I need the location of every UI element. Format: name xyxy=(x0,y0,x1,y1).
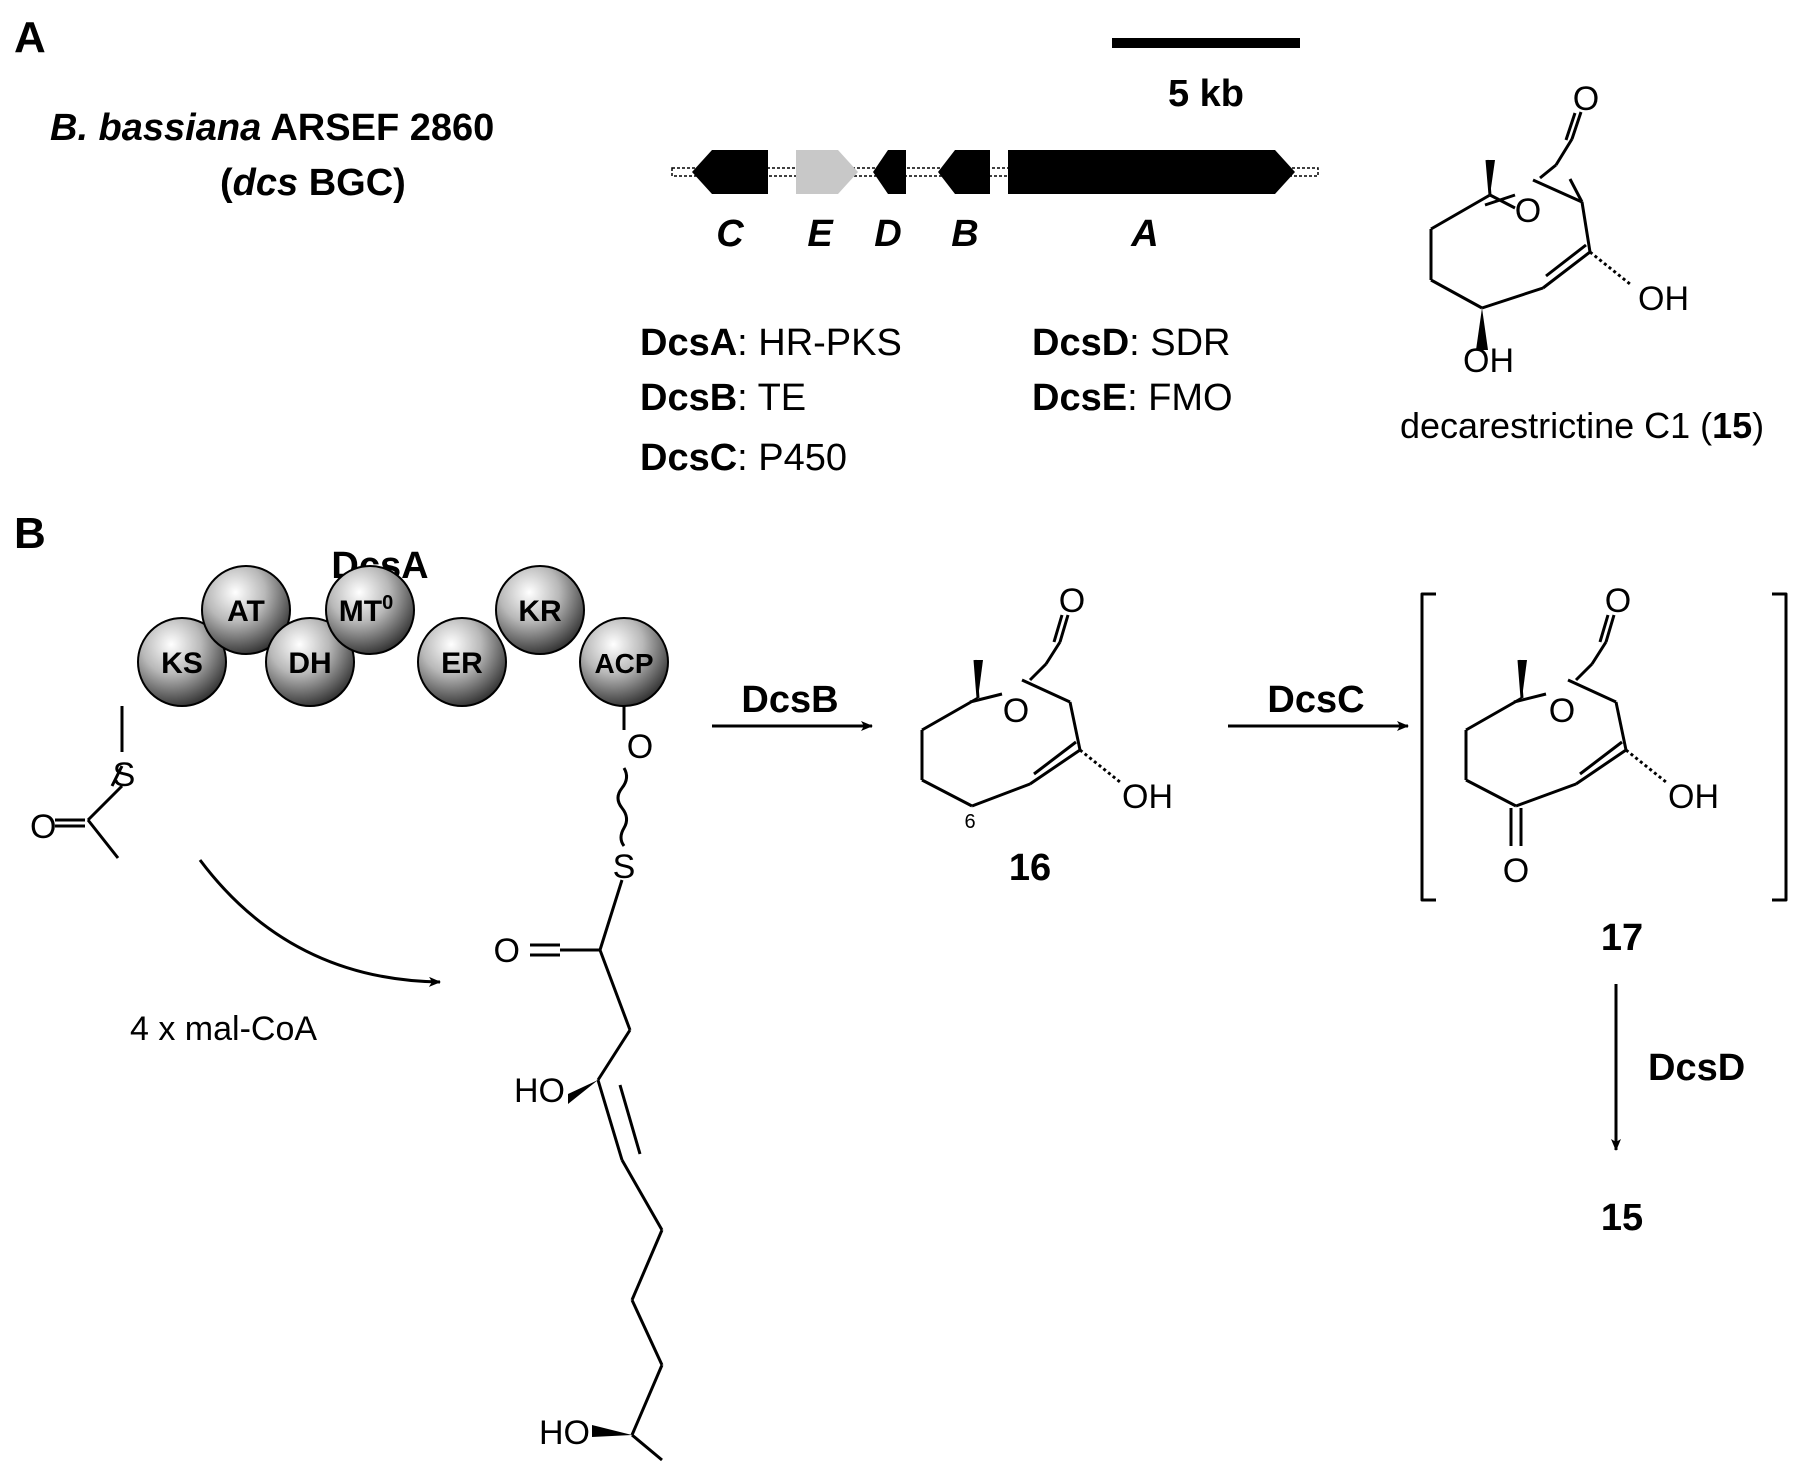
domain-kr-label: KR xyxy=(518,595,562,628)
atom-o: O xyxy=(1003,692,1029,730)
gene-label-d: D xyxy=(874,213,901,255)
compound-15-caption: decarestrictine C1 (15) xyxy=(1400,405,1764,446)
gene-label-e: E xyxy=(807,213,834,255)
atom-o: O xyxy=(627,728,653,766)
annotation-dcsd: DcsD: SDR xyxy=(1032,322,1231,364)
structure-acp-intermediate: O S O HO HO xyxy=(494,706,664,1462)
domain-at-label: AT xyxy=(227,595,265,628)
atom-oh: OH xyxy=(1668,778,1719,816)
domain-ks xyxy=(137,617,227,707)
scale-bar xyxy=(1112,38,1300,48)
atom-o: O xyxy=(1503,852,1529,890)
atom-s: S xyxy=(613,848,636,886)
domain-dh xyxy=(265,617,355,707)
organism-species: B. bassiana xyxy=(50,107,261,149)
gene-label-b: B xyxy=(951,213,978,255)
wedge-bond xyxy=(1520,660,1527,698)
gene-arrow-c xyxy=(692,150,768,194)
wedge-bond xyxy=(568,1080,598,1104)
domain-mt xyxy=(325,565,415,655)
atom-o: O xyxy=(1059,582,1085,620)
gene-cluster xyxy=(671,150,1319,194)
annotation-dcsb: DcsB: TE xyxy=(640,377,806,419)
wedge-bond xyxy=(1488,160,1495,195)
domain-dh-label: DH xyxy=(288,647,331,680)
annotation-dcse: DcsE: FMO xyxy=(1032,377,1233,419)
atom-oh: OH xyxy=(1638,280,1689,318)
annotation-dcsa: DcsA: HR-PKS xyxy=(640,322,902,364)
atom-s: S xyxy=(113,756,136,794)
atom-ho: HO xyxy=(514,1072,565,1110)
domain-er xyxy=(417,617,507,707)
enzyme-dcsd: DcsD xyxy=(1648,1047,1745,1089)
position-label: 6 xyxy=(964,811,975,833)
annotation-dcsc: DcsC: P450 xyxy=(640,437,847,479)
structure-compound-15: O O OH OH xyxy=(1429,80,1689,380)
atom-oh: OH xyxy=(1463,342,1514,380)
organism-line-1: B. bassiana ARSEF 2860 xyxy=(50,107,494,149)
domain-kr xyxy=(495,565,585,655)
panel-b-label: B xyxy=(14,509,46,558)
compound-15-label: 15 xyxy=(1601,1197,1643,1239)
gene-label-c: C xyxy=(716,213,744,255)
panel-a-label: A xyxy=(14,13,46,62)
curved-arrow xyxy=(198,859,441,987)
gene-arrow-a xyxy=(1008,150,1295,194)
wedge-bond xyxy=(592,1425,632,1437)
cluster-name: dcs xyxy=(233,162,298,204)
atom-o: O xyxy=(1549,692,1575,730)
scale-label: 5 kb xyxy=(1168,73,1244,115)
gene-arrow-e xyxy=(796,150,858,194)
structure-compound-16: O O OH 6 xyxy=(920,582,1173,833)
gene-annotations: DcsA: HR-PKS DcsB: TE DcsC: P450 DcsD: S… xyxy=(640,322,1233,479)
atom-ho: HO xyxy=(539,1414,590,1452)
structure-ks-acetyl: S O xyxy=(30,706,136,859)
bracket-right xyxy=(1772,592,1788,902)
compound-16-label: 16 xyxy=(1009,847,1051,889)
wavy-bond xyxy=(616,767,629,847)
structure-compound-17: O O O OH xyxy=(1464,582,1719,890)
wedge-bond xyxy=(1476,308,1488,350)
enzyme-dcsc: DcsC xyxy=(1267,679,1364,721)
hash-bond xyxy=(1079,748,1121,784)
wedge-bond xyxy=(976,660,983,698)
atom-o: O xyxy=(30,808,56,846)
atom-o: O xyxy=(1515,192,1541,230)
hash-bond xyxy=(1589,250,1631,286)
compound-17-label: 17 xyxy=(1601,917,1643,959)
domain-acp-label: ACP xyxy=(594,648,653,679)
domain-mt-label: MT0 xyxy=(339,592,393,628)
domain-er-label: ER xyxy=(441,647,483,680)
organism-line-2: (dcs BGC) xyxy=(220,162,406,204)
atom-o: O xyxy=(1573,80,1599,118)
hash-bond xyxy=(1625,748,1667,784)
atom-o: O xyxy=(1605,582,1631,620)
cluster-backbone xyxy=(671,167,1319,177)
bracket-left xyxy=(1420,592,1436,902)
domain-ks-label: KS xyxy=(161,647,203,680)
organism-strain: ARSEF 2860 xyxy=(261,107,494,149)
pks-domains: KS AT DH MT0 ER KR ACP xyxy=(137,565,669,707)
extender-label: 4 x mal-CoA xyxy=(130,1010,317,1048)
gene-label-a: A xyxy=(1130,213,1158,255)
atom-o: O xyxy=(494,932,520,970)
gene-arrow-b xyxy=(938,150,990,194)
gene-arrow-d xyxy=(873,150,906,194)
atom-oh: OH xyxy=(1122,778,1173,816)
domain-at xyxy=(201,565,291,655)
enzyme-dcsb: DcsB xyxy=(741,679,838,721)
